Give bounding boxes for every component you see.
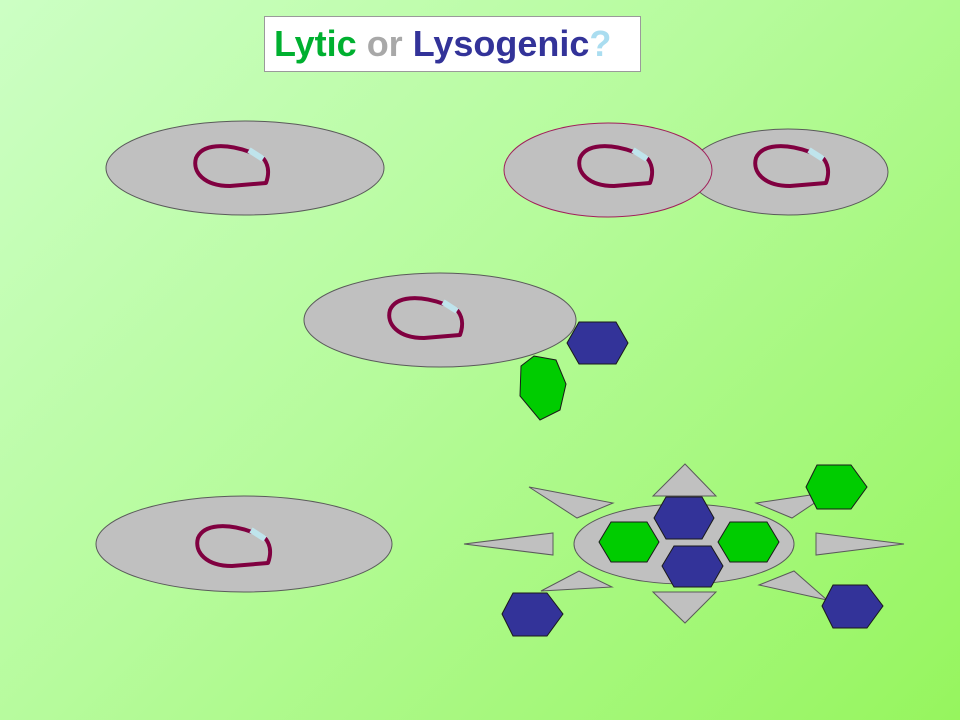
cell-fragment [651,591,718,624]
phage-blue [653,496,715,540]
title-question-mark: ? [589,23,612,64]
prophage-segment [247,147,265,162]
title-or: or [356,23,413,64]
lysogenic-cell [95,495,393,593]
cell-membrane [303,272,577,368]
title-box: Lytic or Lysogenic? [264,16,641,72]
title-lytic: Lytic [274,23,357,64]
dna-loop [387,296,465,340]
cell-membrane [95,495,393,593]
prophage-segment [441,299,459,314]
phage-green [717,521,780,563]
cell-fragment [757,570,828,601]
phage-blue [661,545,724,588]
cell-fragment [540,570,614,592]
host-cell [105,120,385,216]
cell-fragment [651,463,718,497]
lysing-cell [463,463,905,637]
cell-membrane [687,128,889,216]
cell-fragment [463,532,554,556]
prophage-segment [807,147,825,162]
phage-green [805,464,868,510]
dna-loop [577,144,655,188]
prophage-segment [631,147,649,162]
phage-blue [566,321,629,365]
dna-loop [753,144,831,188]
cell-membrane [503,122,713,218]
cell-membrane [105,120,385,216]
cell-fragment [528,486,615,519]
dna-loop [195,524,273,568]
infected-cell [303,272,629,421]
phage-blue [821,584,884,629]
title-lysogenic: Lysogenic [412,23,590,64]
host-cell-dividing-right [687,128,889,216]
host-cell-dividing-left [503,122,713,218]
phage-green [519,355,567,421]
cell-fragment [815,532,905,556]
dna-loop [193,144,271,188]
phage-blue [501,592,564,637]
phage-green [598,521,660,563]
prophage-segment [249,527,267,542]
